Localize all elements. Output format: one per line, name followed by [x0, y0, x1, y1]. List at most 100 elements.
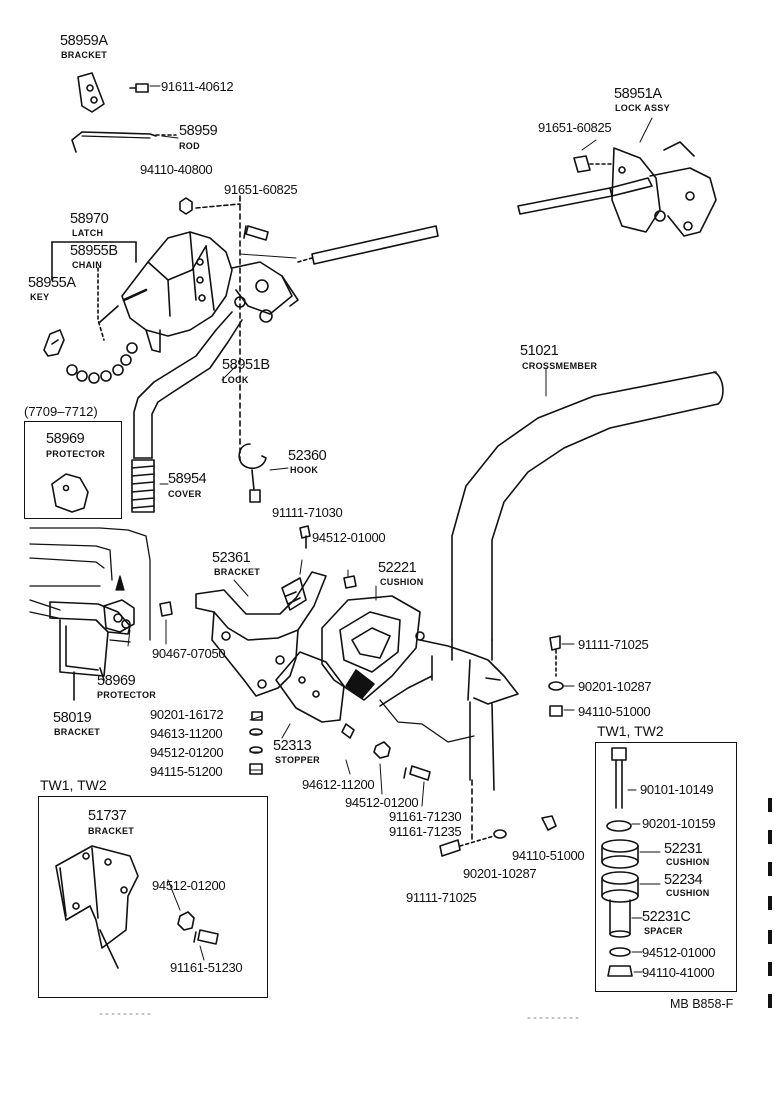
label-90467-07050: 90467-07050 [152, 646, 226, 661]
label-94110-41000: 94110-41000 [642, 965, 715, 980]
label-52234-num: 52234 [664, 872, 703, 888]
label-58969-box-name: PROTECTOR [46, 449, 106, 459]
label-51737-num: 51737 [88, 808, 127, 824]
label-52231-name: CUSHION [666, 857, 710, 867]
bolt-91651-60825-b-shape [573, 155, 615, 173]
label-52360-num: 52360 [288, 448, 327, 464]
lock-58951B-shape [133, 311, 243, 459]
rod-58959-shape [71, 131, 157, 153]
label-94115-51200: 94115-51200 [150, 764, 223, 779]
bolt-91161-71230-shape [403, 765, 431, 781]
label-91161-51230: 91161-51230 [170, 960, 243, 975]
nut-94110-41000-shape [607, 965, 633, 977]
vehicle-rear-shape [29, 527, 151, 643]
label-90101-10149: 90101-10149 [640, 782, 714, 797]
cover-58954-shape [131, 459, 155, 513]
bolt-90467-07050-shape [159, 601, 173, 617]
label-58955B-name: CHAIN [72, 260, 102, 270]
label-58955A-num: 58955A [28, 275, 76, 291]
label-51021-name: CROSSMEMBER [522, 361, 598, 371]
label-52231C-num: 52231C [642, 909, 691, 925]
label-51737-name: BRACKET [88, 826, 135, 836]
label-52361-name: BRACKET [214, 567, 261, 577]
label-58955B-num: 58955B [70, 243, 118, 259]
label-94512-01200-b: 94512-01200 [345, 795, 419, 810]
bolt-91651-60825-shape [243, 225, 269, 241]
bolt-91611-shape [129, 83, 149, 93]
hook-52360-shape [238, 443, 267, 503]
label-58959A-num: 58959A [60, 33, 108, 49]
label-52361-num: 52361 [212, 550, 251, 566]
label-58969-box-num: 58969 [46, 431, 85, 447]
label-58959-num: 58959 [179, 123, 218, 139]
nut-94110-51000-b-shape [541, 815, 557, 831]
label-94512-01200-c: 94512-01200 [152, 878, 226, 893]
crossmember-51021-shape [419, 371, 724, 791]
label-91111-71025-a: 91111-71025 [578, 637, 649, 652]
bracket-58959A-shape [77, 72, 105, 113]
label-58969-num: 58969 [97, 673, 136, 689]
washer-94512-shape [343, 575, 357, 589]
washer-94512-01000-b-shape [609, 947, 631, 957]
label-58951A-num: 58951A [614, 86, 662, 102]
label-58970-name: LATCH [72, 228, 104, 238]
tw-left-header: TW1, TW2 [40, 777, 107, 793]
cushion-52221-shape [321, 595, 433, 707]
label-58019-name: BRACKET [54, 727, 101, 737]
bolt-91111-71025-b-shape [439, 835, 495, 857]
bolt-91111-71030-shape [299, 525, 311, 549]
lock-assy-58951A-shape [517, 141, 717, 237]
label-52234-name: CUSHION [666, 888, 710, 898]
label-58019-num: 58019 [53, 710, 92, 726]
nut-94110-40800-shape [179, 197, 193, 215]
variant-note: (7709–7712) [24, 404, 98, 419]
label-52231C-name: SPACER [644, 926, 683, 936]
label-52313-name: STOPPER [275, 755, 320, 765]
tw-left-box [38, 796, 268, 998]
label-91651-60825-b: 91651-60825 [538, 120, 612, 135]
label-58959-name: ROD [179, 141, 200, 151]
nut-94110-51000-a-shape [549, 705, 563, 717]
label-52221-num: 52221 [378, 560, 417, 576]
stopper-52313-shape [275, 651, 355, 739]
label-94110-40800: 94110-40800 [140, 162, 213, 177]
chain-58955B-shape [66, 342, 138, 384]
label-91111-71030: 91111-71030 [272, 505, 343, 520]
label-58951B-num: 58951B [222, 357, 270, 373]
label-94512-01000-b: 94512-01000 [642, 945, 716, 960]
label-52360-name: HOOK [290, 465, 319, 475]
label-58969-name: PROTECTOR [97, 690, 157, 700]
label-91651-60825-a: 91651-60825 [224, 182, 298, 197]
label-94612-11200: 94612-11200 [302, 777, 375, 792]
bolt-91161-51230-shape [193, 929, 219, 945]
diagram-code: MB B858-F [670, 997, 734, 1011]
label-58959A-name: BRACKET [61, 50, 108, 60]
label-90201-16172: 90201-16172 [150, 707, 224, 722]
protector-58969-box-shape [51, 473, 89, 513]
label-58955A-name: KEY [30, 292, 50, 302]
label-94512-01200-a: 94512-01200 [150, 745, 224, 760]
label-58951A-name: LOCK ASSY [615, 103, 670, 113]
label-90201-10287-a: 90201-10287 [578, 679, 652, 694]
label-94613-11200: 94613-11200 [150, 726, 223, 741]
cushion-52234-shape [601, 871, 639, 903]
label-94110-51000-b: 94110-51000 [512, 848, 585, 863]
label-91161-71235: 91161-71235 [389, 824, 462, 839]
label-58954-num: 58954 [168, 471, 207, 487]
latch-58970-shape [121, 231, 299, 353]
bracket-51737-shape [55, 845, 139, 969]
label-52221-name: CUSHION [380, 577, 424, 587]
tw-right-header: TW1, TW2 [597, 723, 664, 739]
label-58954-name: COVER [168, 489, 202, 499]
label-52231-num: 52231 [664, 841, 703, 857]
fastener-stack-left-shape [249, 711, 263, 775]
nut-94512-01200-b-shape [373, 741, 391, 759]
washer-90201-10287-b-shape [493, 829, 507, 839]
bolt-90101-10149-shape [611, 747, 627, 809]
cushion-52231-shape [601, 839, 639, 869]
label-58951B-name: LOCK [222, 375, 249, 385]
protector-variant-box [24, 421, 122, 519]
label-91111-71025-b: 91111-71025 [406, 890, 477, 905]
washer-90201-10159-shape [606, 820, 632, 832]
